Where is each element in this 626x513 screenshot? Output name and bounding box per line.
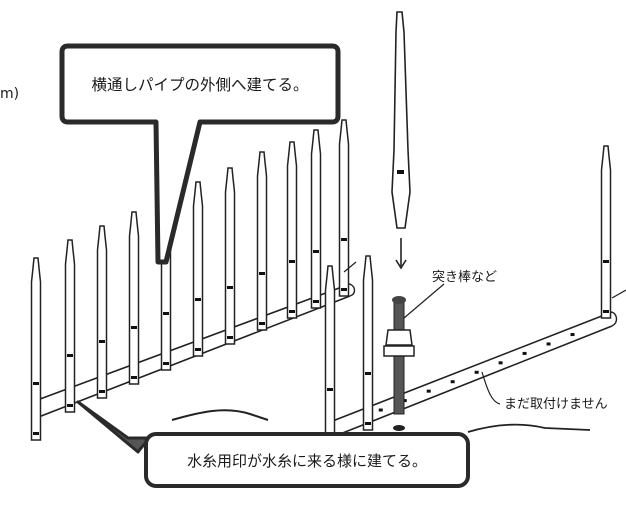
pipe-mark [498, 361, 503, 365]
vertical-pipe-right [324, 265, 336, 447]
ground-mound-right [467, 423, 591, 433]
pipe-mark [546, 342, 551, 346]
down-arrow [395, 238, 407, 270]
vertical-pipe-right [600, 145, 612, 319]
pipe-mark [522, 351, 527, 355]
tool-label: 突き棒など [432, 269, 497, 285]
vertical-pipe-left [64, 239, 76, 413]
tamping-rod [383, 296, 415, 431]
vertical-pipe-left [338, 119, 350, 297]
vertical-pipe-right [362, 255, 374, 431]
pipe-mark [378, 408, 383, 412]
ground-mound-left [171, 409, 269, 421]
not-installed-leader [481, 371, 501, 405]
callout-top: 横通しパイプの外側へ建てる。 [59, 43, 341, 265]
vertical-pipe-left [30, 257, 42, 441]
vertical-pipe-left [256, 151, 268, 331]
callout-bottom-text: 水糸用印が水糸に来る様に建てる。 [187, 452, 427, 470]
horizontal-pipe-right [329, 311, 618, 439]
tool-leader-line [403, 283, 445, 319]
vertical-pipes-left [30, 119, 350, 441]
callout-top-text: 横通しパイプの外側へ建てる。 [91, 76, 308, 94]
callout-bottom: 水糸用印が水糸に来る様に建てる。 [76, 400, 470, 488]
pipe-mark [570, 333, 575, 337]
not-installed-label: まだ取付けません [504, 397, 608, 412]
pipe-mark [402, 399, 407, 403]
pipe-marks-right [378, 333, 575, 412]
vertical-pipe-left [96, 225, 108, 399]
pipe-mark [474, 370, 479, 374]
edge-leader-lines [343, 261, 626, 299]
vertical-pipe-left [128, 211, 140, 385]
vertical-pipes-right [324, 145, 612, 447]
pipe-mark [426, 389, 431, 393]
vertical-pipe-left [192, 181, 204, 357]
falling-pipe [391, 11, 411, 229]
vertical-pipe-left [286, 141, 298, 319]
pipe-mark [450, 380, 455, 384]
vertical-pipe-left [310, 129, 322, 309]
edge-text-fragment: m) [0, 86, 19, 102]
vertical-pipe-left [224, 167, 236, 345]
